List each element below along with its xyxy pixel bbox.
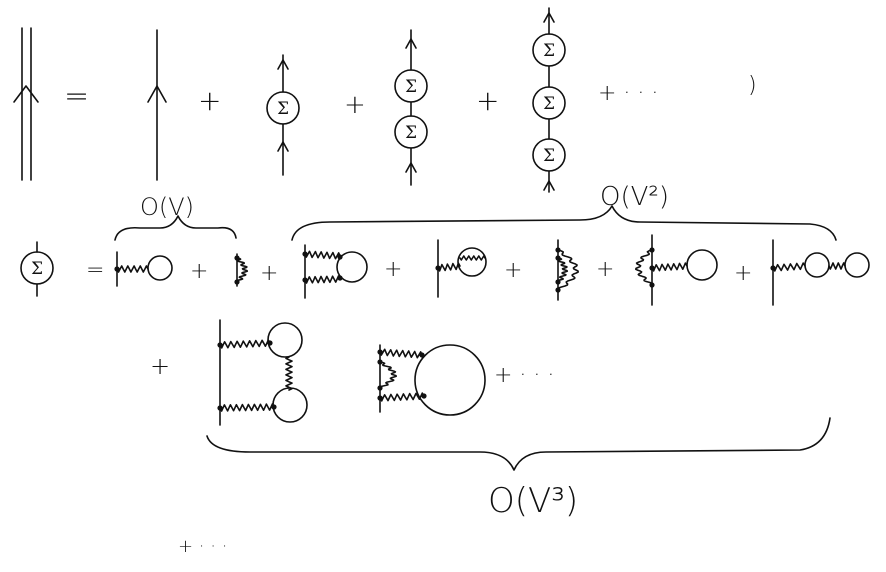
plus-sign: + [384, 257, 402, 282]
interaction-loop [635, 249, 654, 286]
loop-circle [267, 322, 303, 358]
plus-sign: + [596, 257, 614, 282]
one-self-energy-insertion: Σ [266, 54, 300, 176]
interaction-line [828, 262, 846, 270]
bare-propagator [147, 29, 167, 181]
plus-sign: + [734, 261, 752, 286]
vertex-dot [337, 275, 343, 281]
brace-third-order [206, 417, 831, 471]
equals-sign: = [86, 258, 104, 283]
loop-circle [457, 247, 487, 277]
interaction-line [285, 356, 293, 391]
self-energy-circle [532, 86, 566, 120]
plus-sign: + [504, 258, 522, 283]
interaction-line [651, 262, 688, 272]
plus-sign: + [190, 259, 208, 284]
arrow-icon [405, 162, 417, 173]
sigma-symbol: Σ [543, 145, 555, 165]
self-energy-circle [20, 251, 54, 285]
arrow-icon [277, 59, 289, 70]
full-propagator [13, 27, 39, 181]
loop-circle [414, 344, 486, 416]
interaction-line [219, 339, 271, 349]
sigma-symbol: Σ [543, 40, 555, 60]
arrow-icon [147, 85, 167, 103]
loop-circle [804, 252, 830, 278]
comma: ) [748, 73, 757, 98]
interaction-line [304, 275, 341, 284]
interaction-loop [234, 257, 249, 283]
interaction-loop [378, 361, 397, 389]
order-label-third: O(V³) [488, 481, 578, 521]
self-energy-blob: Σ [20, 241, 54, 297]
vertex-dot [267, 340, 273, 346]
interaction-line [379, 392, 425, 402]
interaction-line [304, 250, 341, 260]
arrow-icon [543, 12, 555, 23]
equals-sign: = [64, 79, 89, 114]
ellipsis: + · · · [494, 363, 554, 388]
arrow-icon [13, 85, 39, 103]
self-energy-circle [394, 69, 428, 103]
third-order-diagrams [217, 319, 486, 426]
self-energy-diagrams: + + + + + + [114, 234, 870, 306]
arrow-icon [405, 38, 417, 49]
loop-circle [147, 255, 173, 281]
arrow-icon [277, 141, 289, 152]
self-energy-circle [394, 115, 428, 149]
sigma-symbol: Σ [405, 122, 417, 142]
plus-sign: + [198, 84, 221, 117]
continuation: + · · · [178, 536, 227, 557]
vertex-dot [337, 254, 343, 260]
interaction-line [219, 403, 275, 412]
vertex-dot [419, 352, 425, 358]
ellipsis: + · · · [598, 81, 658, 106]
vertex-dot [271, 404, 277, 410]
interaction-line [437, 262, 461, 272]
interaction-line [459, 255, 486, 261]
loop-circle [336, 251, 368, 283]
brace-second-order [291, 205, 837, 241]
loop-circle [272, 387, 308, 423]
loop-circle [686, 249, 718, 281]
three-self-energy-insertions: Σ Σ Σ [532, 7, 566, 193]
plus-sign: + [344, 90, 366, 120]
two-self-energy-insertions: ΣΣ [394, 29, 428, 186]
plus-sign: + [260, 261, 278, 286]
self-energy-circle [266, 91, 300, 125]
sigma-symbol: Σ [405, 76, 417, 96]
plus-sign: + [150, 352, 170, 380]
brace-first-order [114, 215, 237, 241]
self-energy-circle [532, 33, 566, 67]
order-label-first: O(V) [140, 193, 194, 221]
sigma-symbol: Σ [277, 98, 289, 118]
interaction-loop [555, 257, 569, 283]
self-energy-circle [532, 138, 566, 172]
interaction-line [772, 262, 806, 272]
loop-circle [844, 252, 870, 278]
vertex-dot [421, 393, 427, 399]
interaction-line [116, 265, 149, 273]
interaction-line [379, 348, 423, 359]
sigma-symbol: Σ [31, 258, 43, 278]
sigma-symbol: Σ [543, 93, 555, 113]
arrow-icon [543, 180, 555, 191]
plus-sign: + [476, 84, 499, 117]
interaction-loop [556, 249, 579, 291]
